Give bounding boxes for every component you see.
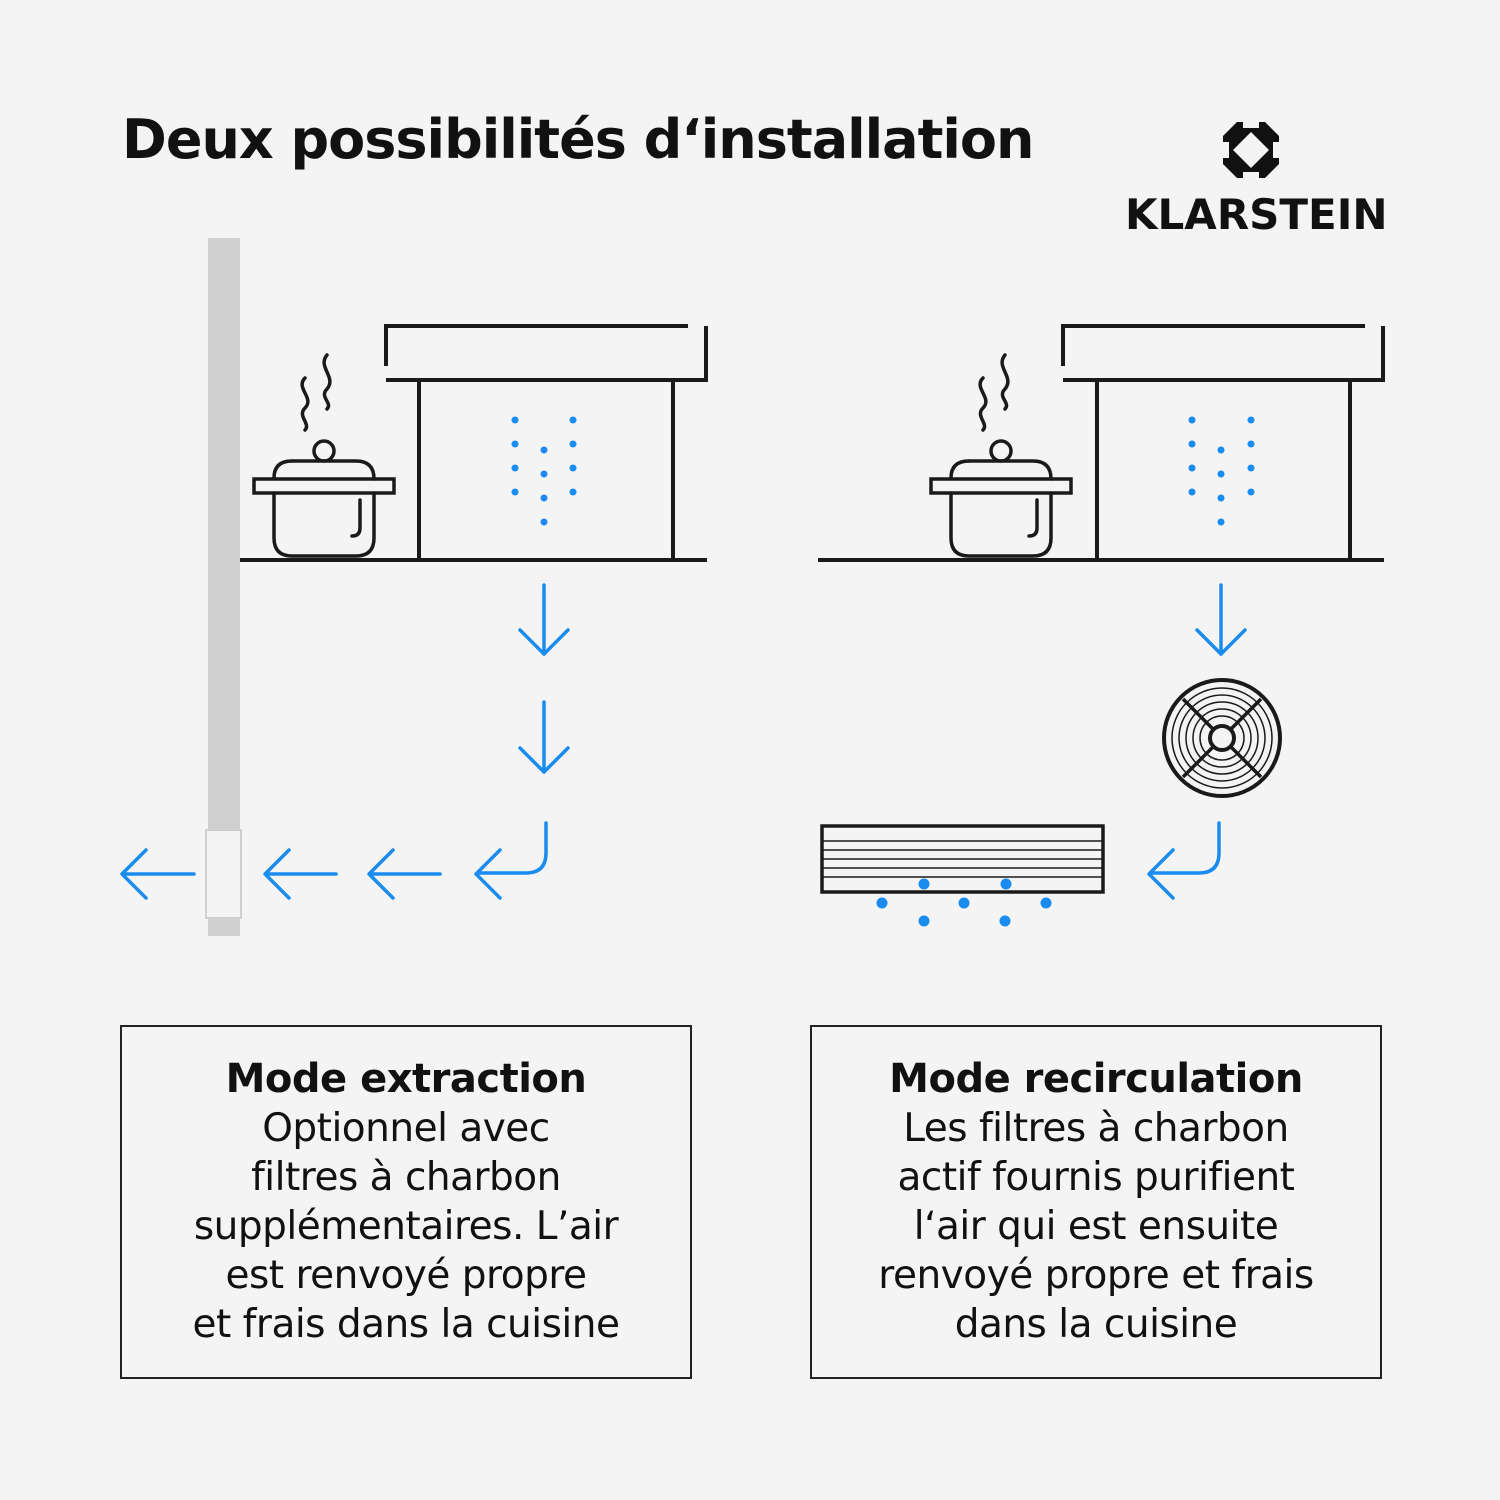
hood (384, 324, 708, 560)
klarstein-logo-icon (1221, 120, 1281, 180)
extraction-card: Mode extraction Optionnel avec filtres à… (120, 1025, 692, 1379)
duct-outlet (205, 829, 242, 919)
cooking-pot-icon (929, 353, 1073, 558)
hood (1061, 324, 1385, 560)
clean-air-particles (876, 878, 1052, 927)
cooking-pot-icon (252, 353, 396, 558)
extraction-description: Optionnel avec filtres à charbon supplém… (192, 1106, 620, 1347)
extraction-diagram (120, 238, 708, 936)
recirculation-diagram (818, 324, 1385, 927)
air-particles (511, 416, 577, 526)
recirculation-card: Mode recirculation Les filtres à charbon… (810, 1025, 1382, 1379)
extraction-title: Mode extraction (225, 1056, 587, 1102)
recirculation-description: Les filtres à charbon actif fournis puri… (878, 1106, 1314, 1347)
airflow-arrow-icon (1147, 583, 1247, 900)
air-particles (1188, 416, 1255, 526)
page-title: Deux possibilités d‘installation (122, 108, 1034, 171)
fan-icon (1162, 678, 1282, 798)
airflow-arrow-icon (120, 583, 570, 900)
brand-name: KLARSTEIN (1125, 190, 1388, 239)
exhaust-duct (208, 238, 240, 936)
carbon-filter-icon (820, 824, 1105, 894)
recirculation-title: Mode recirculation (889, 1056, 1303, 1102)
installation-diagram (120, 238, 1385, 936)
